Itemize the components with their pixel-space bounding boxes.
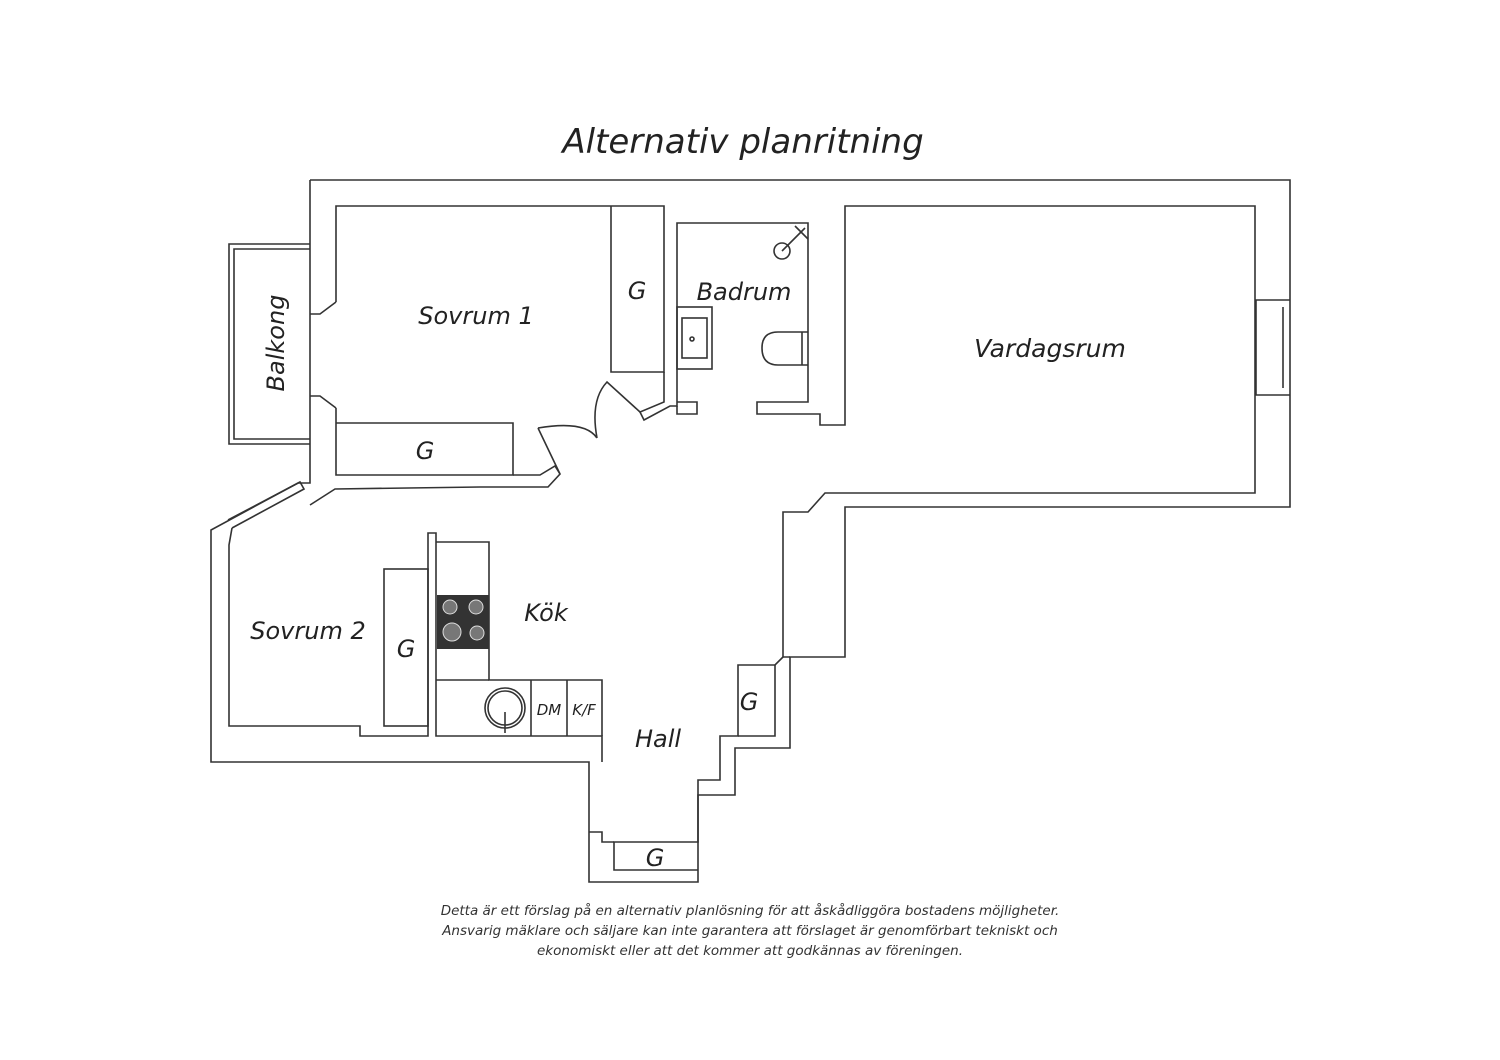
- closet-label: G: [416, 437, 435, 465]
- sovrum1-walls-b: [310, 301, 337, 315]
- disclaimer-line: Ansvarig mäklare och säljare kan inte ga…: [442, 923, 1058, 939]
- toilet: [761, 331, 808, 366]
- closet-label: G: [397, 635, 416, 663]
- closet: [383, 568, 429, 727]
- room-label-kok: Kök: [524, 599, 569, 627]
- closet-label: G: [740, 688, 759, 716]
- dishwasher-label: DM: [537, 701, 562, 719]
- closet-label: G: [628, 277, 647, 305]
- outer-wall: [210, 179, 1291, 883]
- room-label-badrum: Badrum: [697, 278, 792, 306]
- sink: [676, 306, 713, 370]
- window: [1255, 299, 1290, 396]
- kitchen-sink-icon: [484, 687, 526, 733]
- disclaimer: Detta är ett förslag på en alternativ pl…: [0, 901, 1500, 961]
- room-label-balkong: Balkong: [262, 295, 290, 392]
- door-swing: [537, 380, 641, 475]
- plan-title: Alternativ planritning: [562, 122, 924, 162]
- closet-label: G: [646, 844, 665, 872]
- disclaimer-line: ekonomiskt eller att det kommer att godk…: [537, 943, 963, 959]
- stove-icon: [437, 595, 489, 649]
- balcony: [228, 243, 310, 445]
- window: [227, 480, 306, 529]
- room-label-sovrum1: Sovrum 1: [418, 302, 533, 330]
- room-label-sovrum2: Sovrum 2: [250, 617, 365, 645]
- sovrum2-walls: [228, 527, 603, 762]
- room-label-vardagsrum: Vardagsrum: [974, 334, 1126, 363]
- room-label-hall: Hall: [635, 725, 681, 753]
- fridge-freezer-label: K/F: [572, 701, 596, 719]
- sovrum1-walls: [335, 205, 665, 373]
- hall-closet: [613, 656, 784, 871]
- disclaimer-line: Detta är ett förslag på en alternativ pl…: [440, 903, 1060, 919]
- shower-icon: [773, 225, 809, 260]
